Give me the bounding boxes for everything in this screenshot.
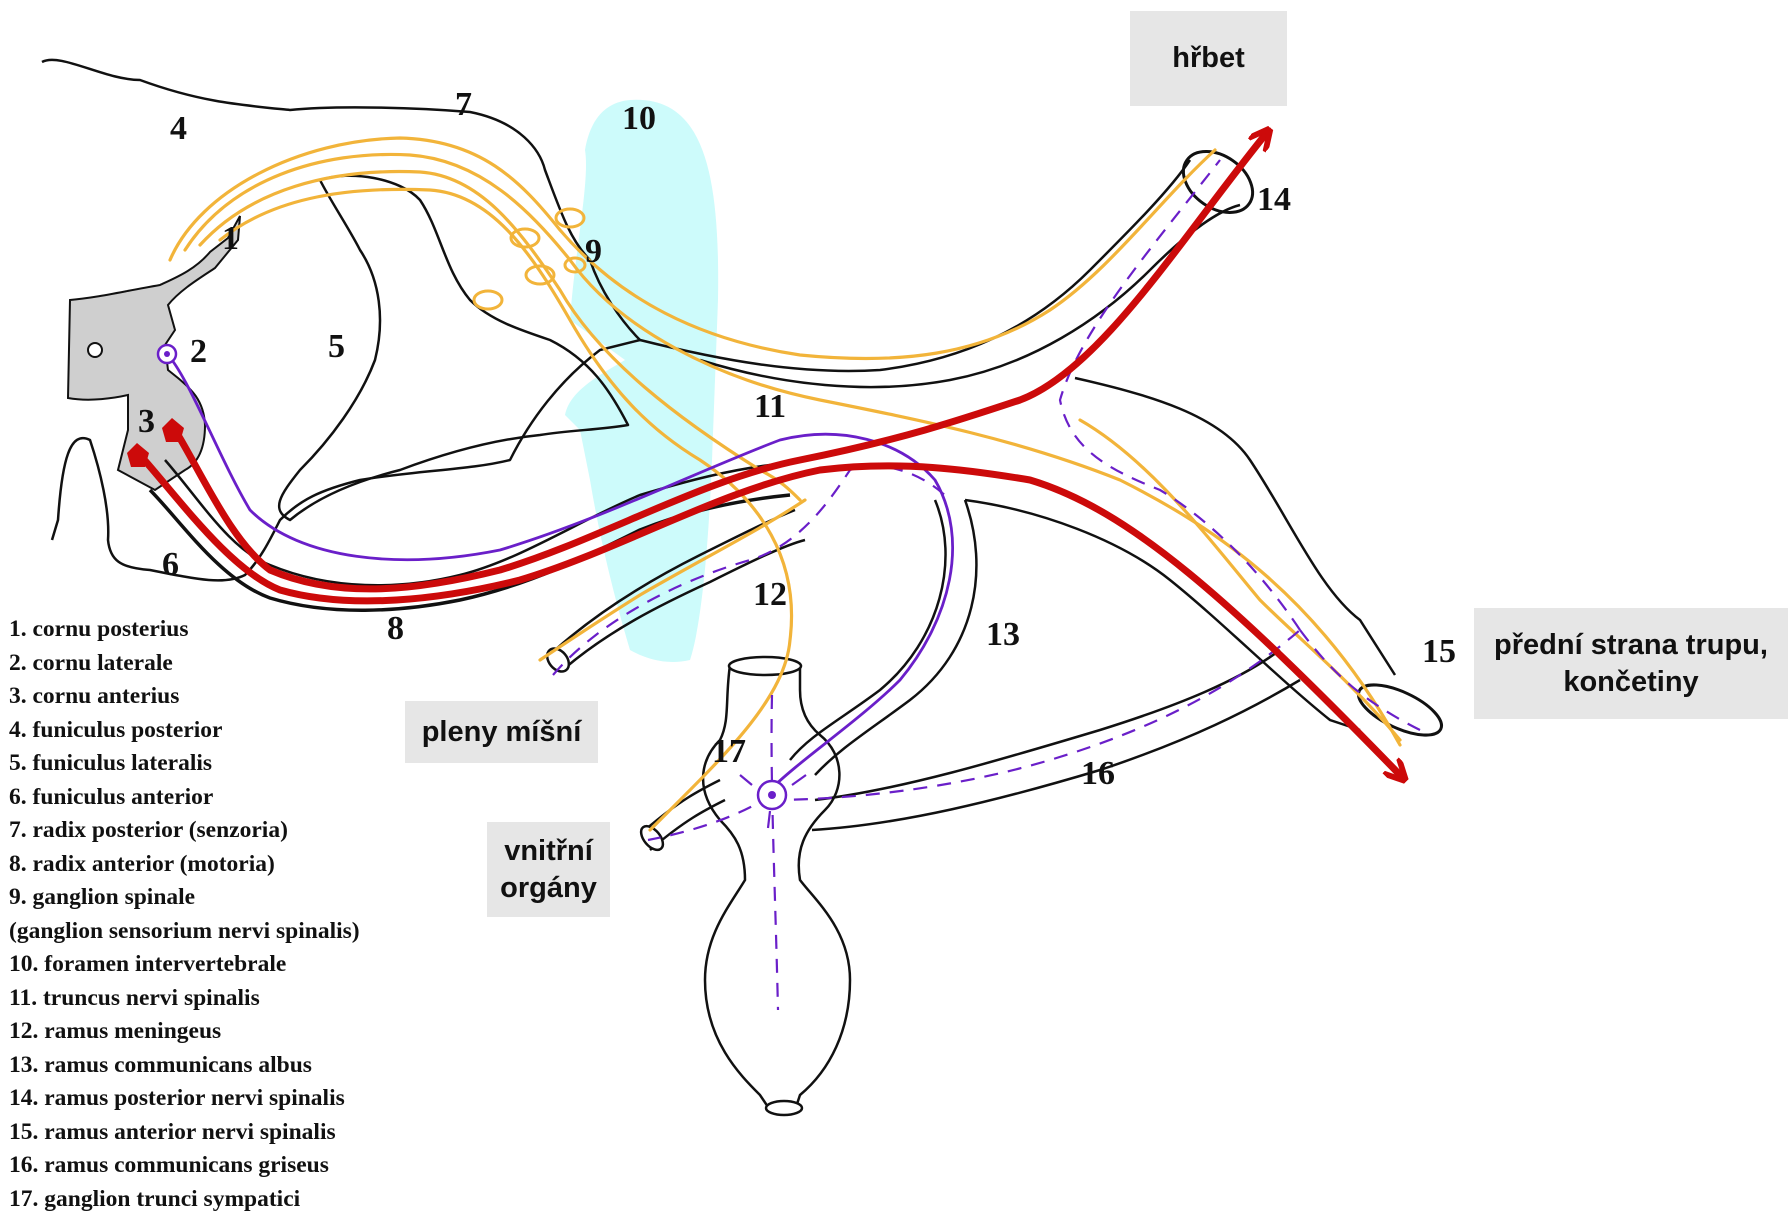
label-9: 9 <box>585 235 602 269</box>
ramus-anterior-cut <box>1352 675 1449 746</box>
legend: 1. cornu posterius 2. cornu laterale 3. … <box>9 613 360 1212</box>
legend-item: (ganglion sensorium nervi spinalis) <box>9 915 360 949</box>
legend-item: 9. ganglion spinale <box>9 881 360 915</box>
label-17: 17 <box>712 735 746 769</box>
region-organs-line2: orgány <box>500 870 597 906</box>
legend-item: 1. cornu posterius <box>9 613 360 647</box>
label-15: 15 <box>1422 635 1456 669</box>
region-organs-line1: vnitřní <box>504 833 593 869</box>
legend-item: 13. ramus communicans albus <box>9 1049 360 1083</box>
region-meninges: pleny míšní <box>405 701 598 763</box>
legend-item: 6. funiculus anterior <box>9 781 360 815</box>
region-front-line2: končetiny <box>1563 664 1698 700</box>
label-12: 12 <box>753 578 787 612</box>
label-2: 2 <box>190 335 207 369</box>
region-front-line1: přední strana trupu, <box>1494 627 1768 663</box>
foramen-intervertebrale <box>565 100 718 662</box>
legend-item: 14. ramus posterior nervi spinalis <box>9 1082 360 1116</box>
legend-item: 3. cornu anterius <box>9 680 360 714</box>
legend-item: 7. radix posterior (senzoria) <box>9 814 360 848</box>
legend-item: 2. cornu laterale <box>9 647 360 681</box>
label-6: 6 <box>162 548 179 582</box>
legend-item: 15. ramus anterior nervi spinalis <box>9 1116 360 1150</box>
legend-item: 16. ramus communicans griseus <box>9 1149 360 1183</box>
label-14: 14 <box>1257 183 1291 217</box>
sympathetic-ganglion <box>703 665 850 1110</box>
legend-item: 10. foramen intervertebrale <box>9 948 360 982</box>
legend-item: 12. ramus meningeus <box>9 1015 360 1049</box>
label-13: 13 <box>986 618 1020 652</box>
region-front-trunk-limbs: přední strana trupu, končetiny <box>1474 608 1788 719</box>
label-16: 16 <box>1081 757 1115 791</box>
region-meninges-text: pleny míšní <box>422 714 582 750</box>
ramus-communicans-griseus-tube <box>812 650 1300 830</box>
region-back-text: hřbet <box>1172 40 1245 76</box>
legend-item: 4. funiculus posterior <box>9 714 360 748</box>
label-1: 1 <box>222 222 239 256</box>
legend-item: 8. radix anterior (motoria) <box>9 848 360 882</box>
label-4: 4 <box>170 112 187 146</box>
label-5: 5 <box>328 330 345 364</box>
legend-item: 17. ganglion trunci sympatici <box>9 1183 360 1212</box>
central-canal <box>88 343 102 357</box>
ramus-anterior-tube <box>965 378 1395 730</box>
label-10: 10 <box>622 102 656 136</box>
label-3: 3 <box>138 405 155 439</box>
label-8: 8 <box>387 612 404 646</box>
region-back: hřbet <box>1130 11 1287 106</box>
region-internal-organs: vnitřní orgány <box>487 822 610 917</box>
legend-item: 5. funiculus lateralis <box>9 747 360 781</box>
label-11: 11 <box>754 390 786 424</box>
legend-item: 11. truncus nervi spinalis <box>9 982 360 1016</box>
label-7: 7 <box>455 88 472 122</box>
